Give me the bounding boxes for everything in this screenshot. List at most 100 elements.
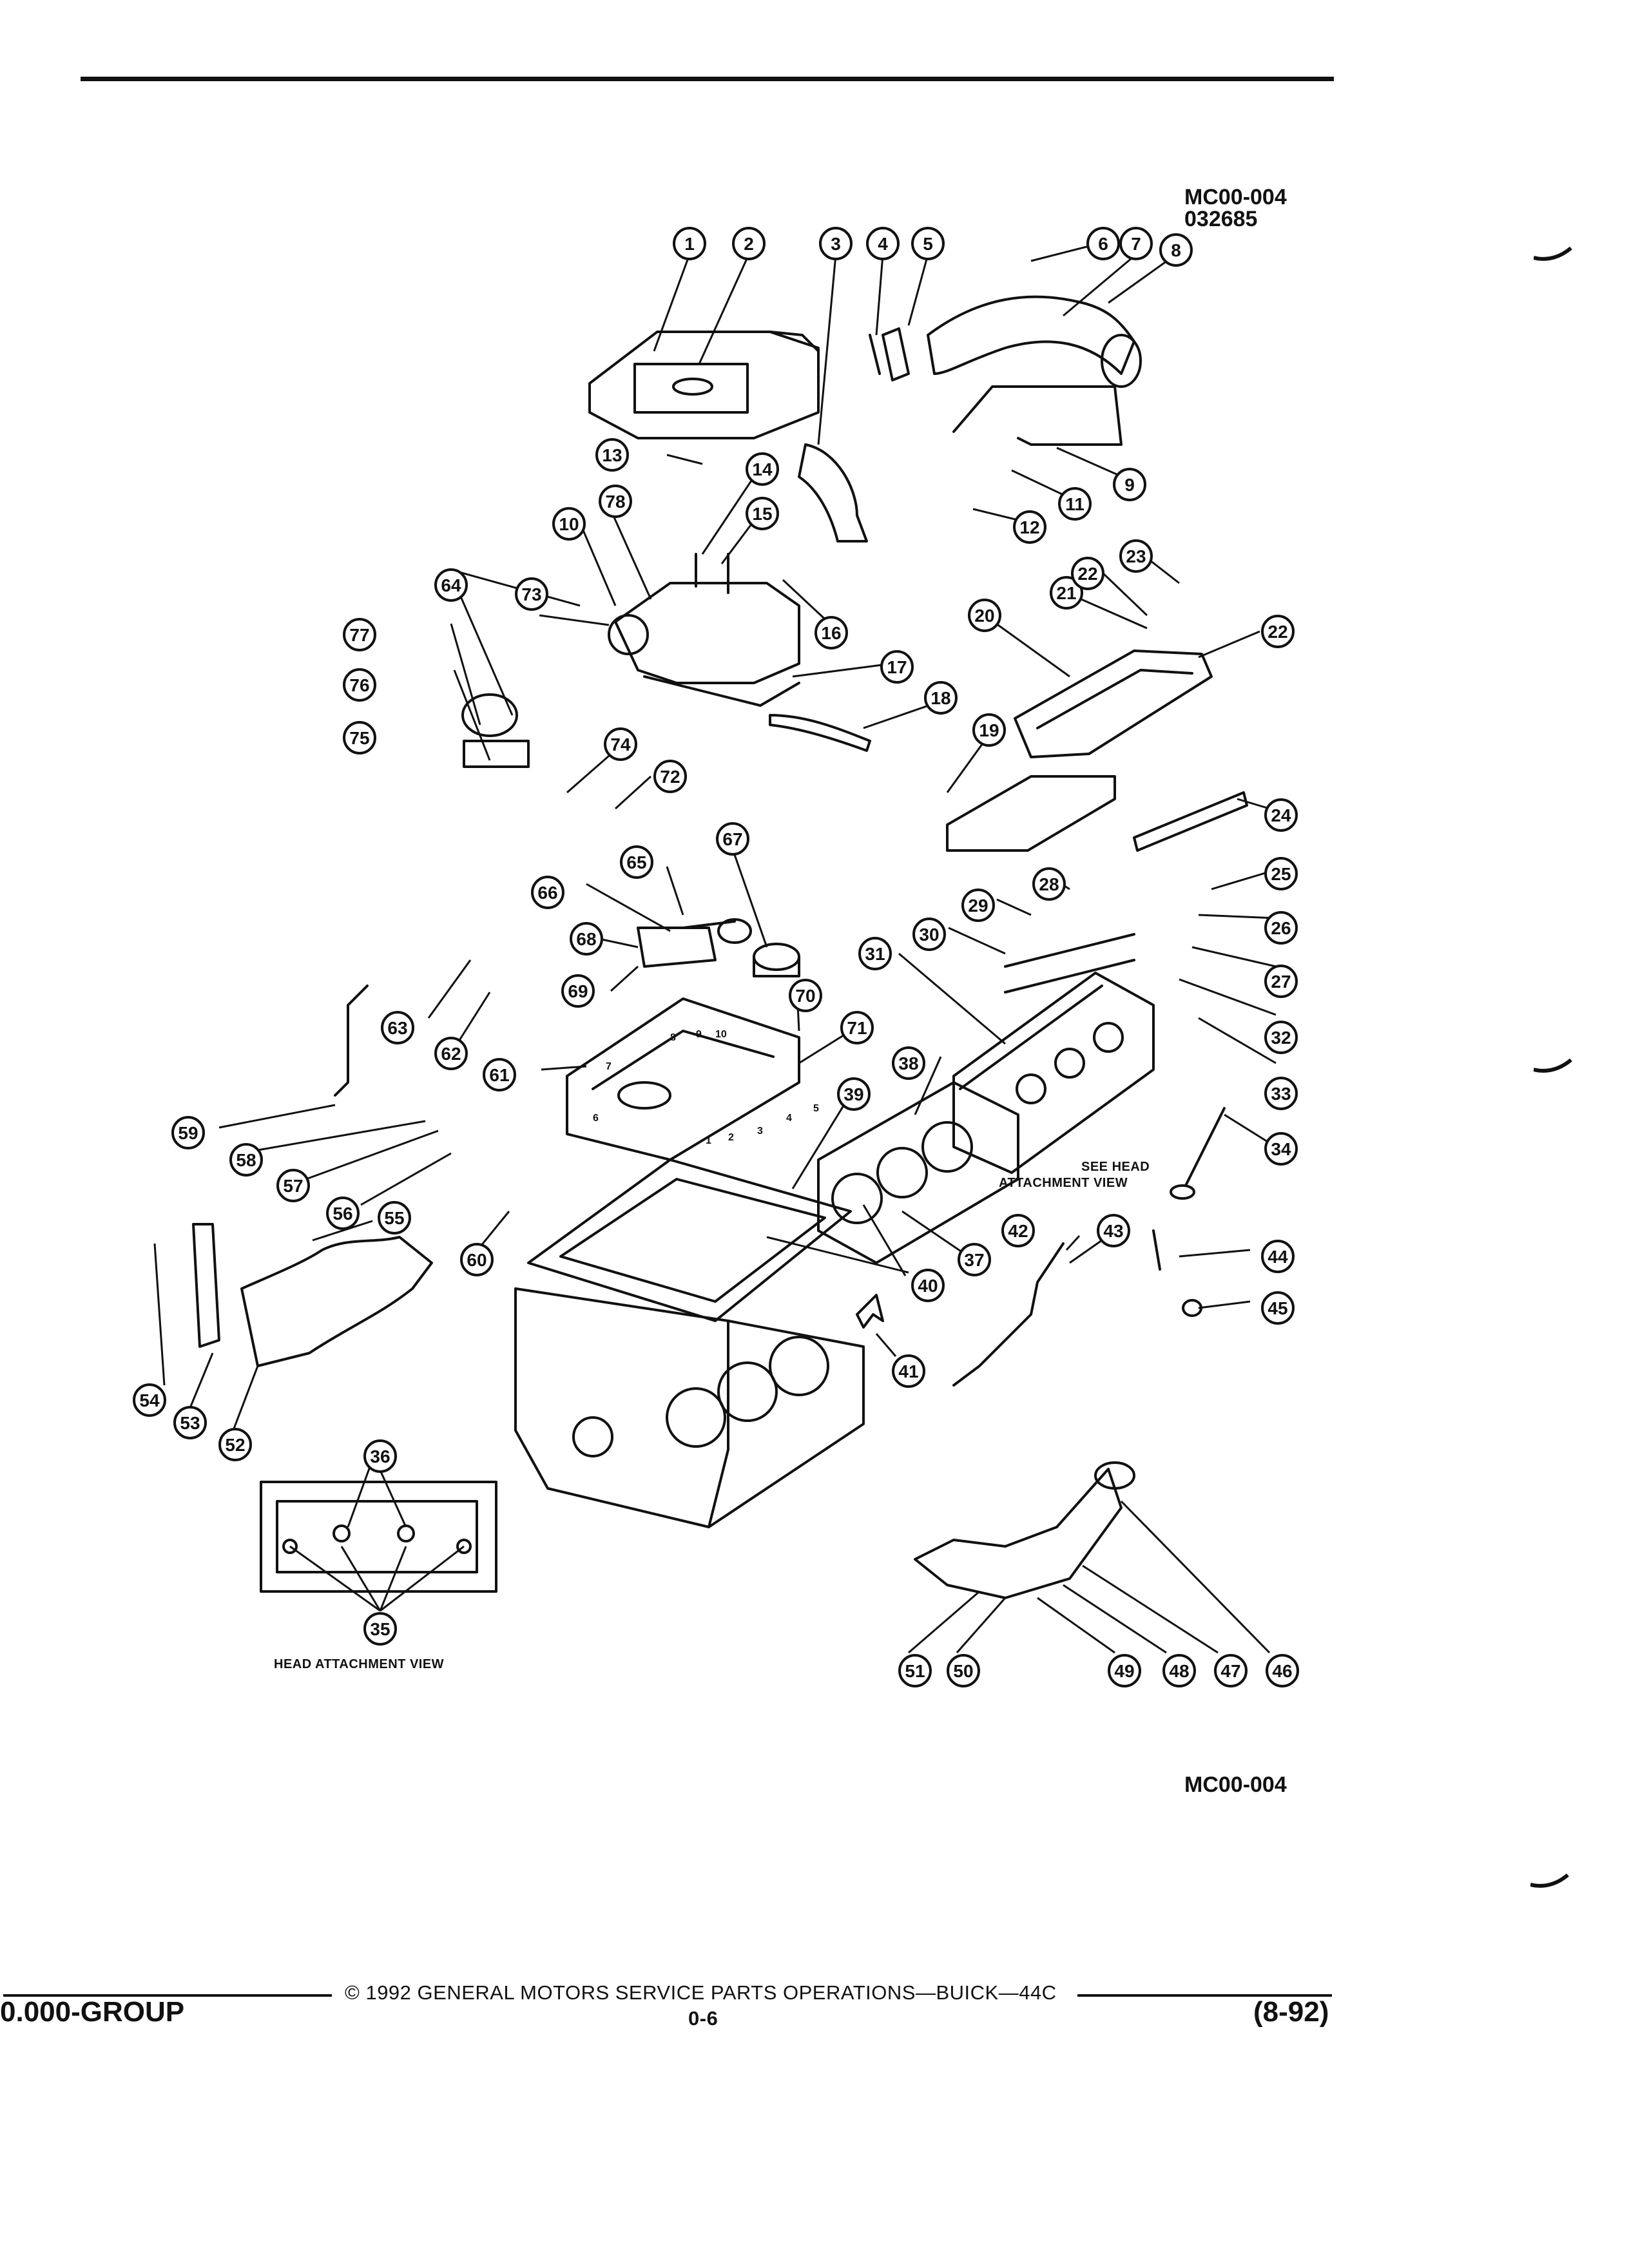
svg-text:60: 60 (467, 1250, 487, 1270)
svg-text:75: 75 (349, 728, 369, 748)
svg-text:72: 72 (660, 767, 680, 787)
valve-cover-gasket (946, 775, 1116, 852)
exhaust-manifold-right (914, 1461, 1135, 1599)
svg-text:42: 42 (1008, 1221, 1028, 1241)
svg-text:2: 2 (744, 234, 754, 254)
air-cleaner-cover (588, 331, 820, 439)
svg-text:68: 68 (576, 929, 596, 949)
svg-text:55: 55 (384, 1208, 404, 1228)
footer-copyright: © 1992 GENERAL MOTORS SERVICE PARTS OPER… (345, 1981, 1057, 2004)
svg-text:73: 73 (521, 584, 541, 604)
thermostat-housing (637, 927, 717, 968)
svg-text:53: 53 (180, 1413, 200, 1433)
svg-text:30: 30 (919, 925, 939, 945)
svg-text:6: 6 (593, 1113, 599, 1124)
margin-mark-2 (1534, 1058, 1572, 1073)
cylinder-head (952, 972, 1155, 1174)
svg-text:10: 10 (715, 1029, 727, 1040)
leader-lines (153, 245, 1277, 1654)
svg-text:1: 1 (684, 234, 695, 254)
svg-text:21: 21 (1056, 583, 1076, 603)
svg-text:50: 50 (953, 1661, 973, 1681)
svg-text:3: 3 (831, 234, 841, 254)
svg-text:46: 46 (1272, 1661, 1292, 1681)
svg-text:62: 62 (441, 1044, 461, 1064)
svg-text:24: 24 (1271, 805, 1291, 825)
svg-text:35: 35 (370, 1619, 390, 1639)
svg-text:10: 10 (559, 514, 579, 534)
svg-text:78: 78 (605, 492, 625, 512)
svg-text:14: 14 (752, 459, 773, 479)
footer-rule-right (1077, 1994, 1332, 1997)
svg-text:22: 22 (1268, 622, 1287, 642)
footer-page-number: 0-6 (688, 2007, 718, 2030)
svg-text:22: 22 (1077, 564, 1097, 584)
egr-valve (461, 693, 530, 768)
svg-text:15: 15 (752, 504, 772, 524)
svg-text:59: 59 (178, 1123, 198, 1143)
svg-text:26: 26 (1271, 918, 1291, 938)
callouts: 1 2 3 4 5 6 7 8 9 10 11 12 13 14 15 16 1… (133, 227, 1299, 1687)
svg-text:32: 32 (1271, 1028, 1291, 1048)
see-head-label-1: SEE HEAD (1081, 1160, 1150, 1174)
svg-text:27: 27 (1271, 972, 1291, 992)
svg-text:61: 61 (489, 1065, 509, 1085)
head-gasket (817, 1081, 1019, 1264)
svg-text:43: 43 (1103, 1221, 1123, 1241)
svg-text:7: 7 (1131, 234, 1141, 254)
svg-text:54: 54 (139, 1390, 160, 1410)
svg-text:74: 74 (610, 735, 631, 754)
svg-text:3: 3 (757, 1126, 763, 1137)
engine-block (514, 1287, 865, 1528)
svg-text:39: 39 (843, 1084, 863, 1104)
margin-mark-1 (1534, 246, 1572, 261)
svg-text:18: 18 (930, 688, 950, 708)
svg-text:4: 4 (786, 1113, 792, 1124)
svg-text:45: 45 (1268, 1298, 1287, 1318)
svg-text:13: 13 (602, 445, 622, 465)
svg-text:41: 41 (898, 1361, 918, 1381)
svg-text:66: 66 (537, 883, 557, 903)
svg-text:12: 12 (1019, 517, 1039, 537)
svg-text:31: 31 (865, 944, 885, 964)
svg-text:6: 6 (1098, 234, 1108, 254)
svg-text:29: 29 (968, 896, 988, 916)
margin-mark-3 (1530, 1873, 1569, 1888)
exhaust-manifold-left (192, 1223, 433, 1367)
footer-revision: (8-92) (1253, 1996, 1329, 2028)
svg-text:7: 7 (606, 1061, 612, 1072)
svg-text:63: 63 (387, 1018, 407, 1038)
svg-text:37: 37 (964, 1250, 984, 1270)
svg-text:64: 64 (441, 575, 461, 595)
svg-text:1: 1 (706, 1135, 711, 1146)
svg-text:38: 38 (898, 1053, 918, 1073)
head-attachment-view-label: HEAD ATTACHMENT VIEW (274, 1657, 445, 1671)
svg-text:16: 16 (821, 623, 841, 643)
svg-text:71: 71 (847, 1018, 867, 1038)
throttle-body (608, 553, 800, 707)
svg-text:65: 65 (626, 852, 646, 872)
svg-text:8: 8 (1171, 240, 1181, 260)
svg-text:5: 5 (813, 1103, 819, 1114)
figure-code: MC00-004 (1184, 185, 1287, 209)
manifold-bolt-numbers: 1 2 3 4 5 6 7 8 9 10 (593, 1029, 819, 1146)
footer-group: 0.000-GROUP (0, 1996, 185, 2028)
intake-manifold (566, 997, 800, 1161)
valve-cover (1014, 649, 1213, 758)
svg-text:76: 76 (349, 675, 369, 695)
svg-text:49: 49 (1114, 1661, 1134, 1681)
svg-text:25: 25 (1271, 864, 1291, 884)
svg-text:44: 44 (1268, 1247, 1288, 1267)
svg-text:56: 56 (333, 1204, 352, 1224)
svg-text:57: 57 (283, 1176, 303, 1196)
svg-text:47: 47 (1220, 1661, 1240, 1681)
hose-duct (798, 443, 868, 543)
svg-text:77: 77 (349, 625, 369, 645)
svg-text:40: 40 (918, 1276, 938, 1296)
see-head-label-2: ATTACHMENT VIEW (999, 1176, 1128, 1190)
svg-text:51: 51 (905, 1661, 925, 1681)
svg-text:28: 28 (1039, 874, 1059, 894)
svg-text:34: 34 (1271, 1139, 1291, 1159)
svg-text:4: 4 (878, 234, 888, 254)
